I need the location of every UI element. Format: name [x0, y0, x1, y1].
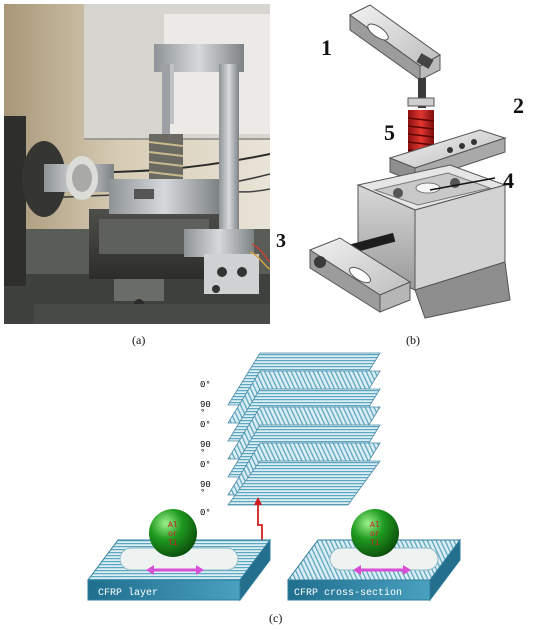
ply-angle-6: 90°	[200, 480, 211, 498]
caption-b: (b)	[406, 333, 420, 347]
panel-b-cad	[300, 0, 550, 330]
ply-angle-1: 0°	[200, 380, 211, 390]
panel-a-callouts: 3	[4, 4, 270, 324]
cfrp-cross-section-label: CFRP cross-section	[294, 587, 402, 599]
ply-angle-3: 0°	[200, 420, 211, 430]
ply-stack	[227, 352, 381, 506]
cad-drawing	[308, 4, 511, 319]
cad-part-clamp	[308, 237, 412, 313]
ply-angle-7: 0°	[200, 508, 211, 518]
laminate-diagram: 0° 90° 0° 90° 0° 90° 0°	[87, 352, 461, 602]
caption-a: (a)	[132, 333, 146, 347]
ply-angle-2: 90°	[200, 400, 211, 418]
ball-left	[149, 509, 197, 557]
callout-2: 2	[513, 93, 524, 118]
cfrp-layer-label: CFRP layer	[98, 587, 158, 599]
callout-3-label: 3	[276, 230, 286, 252]
callout-5: 5	[384, 120, 395, 145]
cad-part-housing	[356, 164, 507, 291]
ply-angle-5: 0°	[200, 460, 211, 470]
callout-1: 1	[321, 35, 332, 60]
panel-c-schematic: 0° 90° 0° 90° 0° 90° 0°	[0, 345, 550, 631]
connector-wire	[257, 503, 263, 540]
ball-left-text-2: or	[168, 530, 178, 539]
cfrp-layer-block	[87, 538, 271, 602]
cad-part-lever	[349, 4, 441, 81]
ply-angle-4: 90°	[200, 440, 211, 458]
callout-4: 4	[503, 168, 514, 193]
apparatus-photo	[3, 4, 271, 324]
panel-a-photo: 3	[3, 4, 271, 324]
ply-angle-labels: 0° 90° 0° 90° 0° 90° 0°	[200, 380, 211, 518]
caption-c: (c)	[269, 611, 283, 625]
ball-right-text-3: Ti	[370, 539, 380, 548]
ball-right	[351, 509, 399, 557]
ball-left-text-1: Al	[168, 521, 178, 530]
ball-left-text-3: Ti	[168, 539, 178, 548]
ball-right-text-1: Al	[370, 521, 380, 530]
ball-right-text-2: or	[370, 530, 380, 539]
